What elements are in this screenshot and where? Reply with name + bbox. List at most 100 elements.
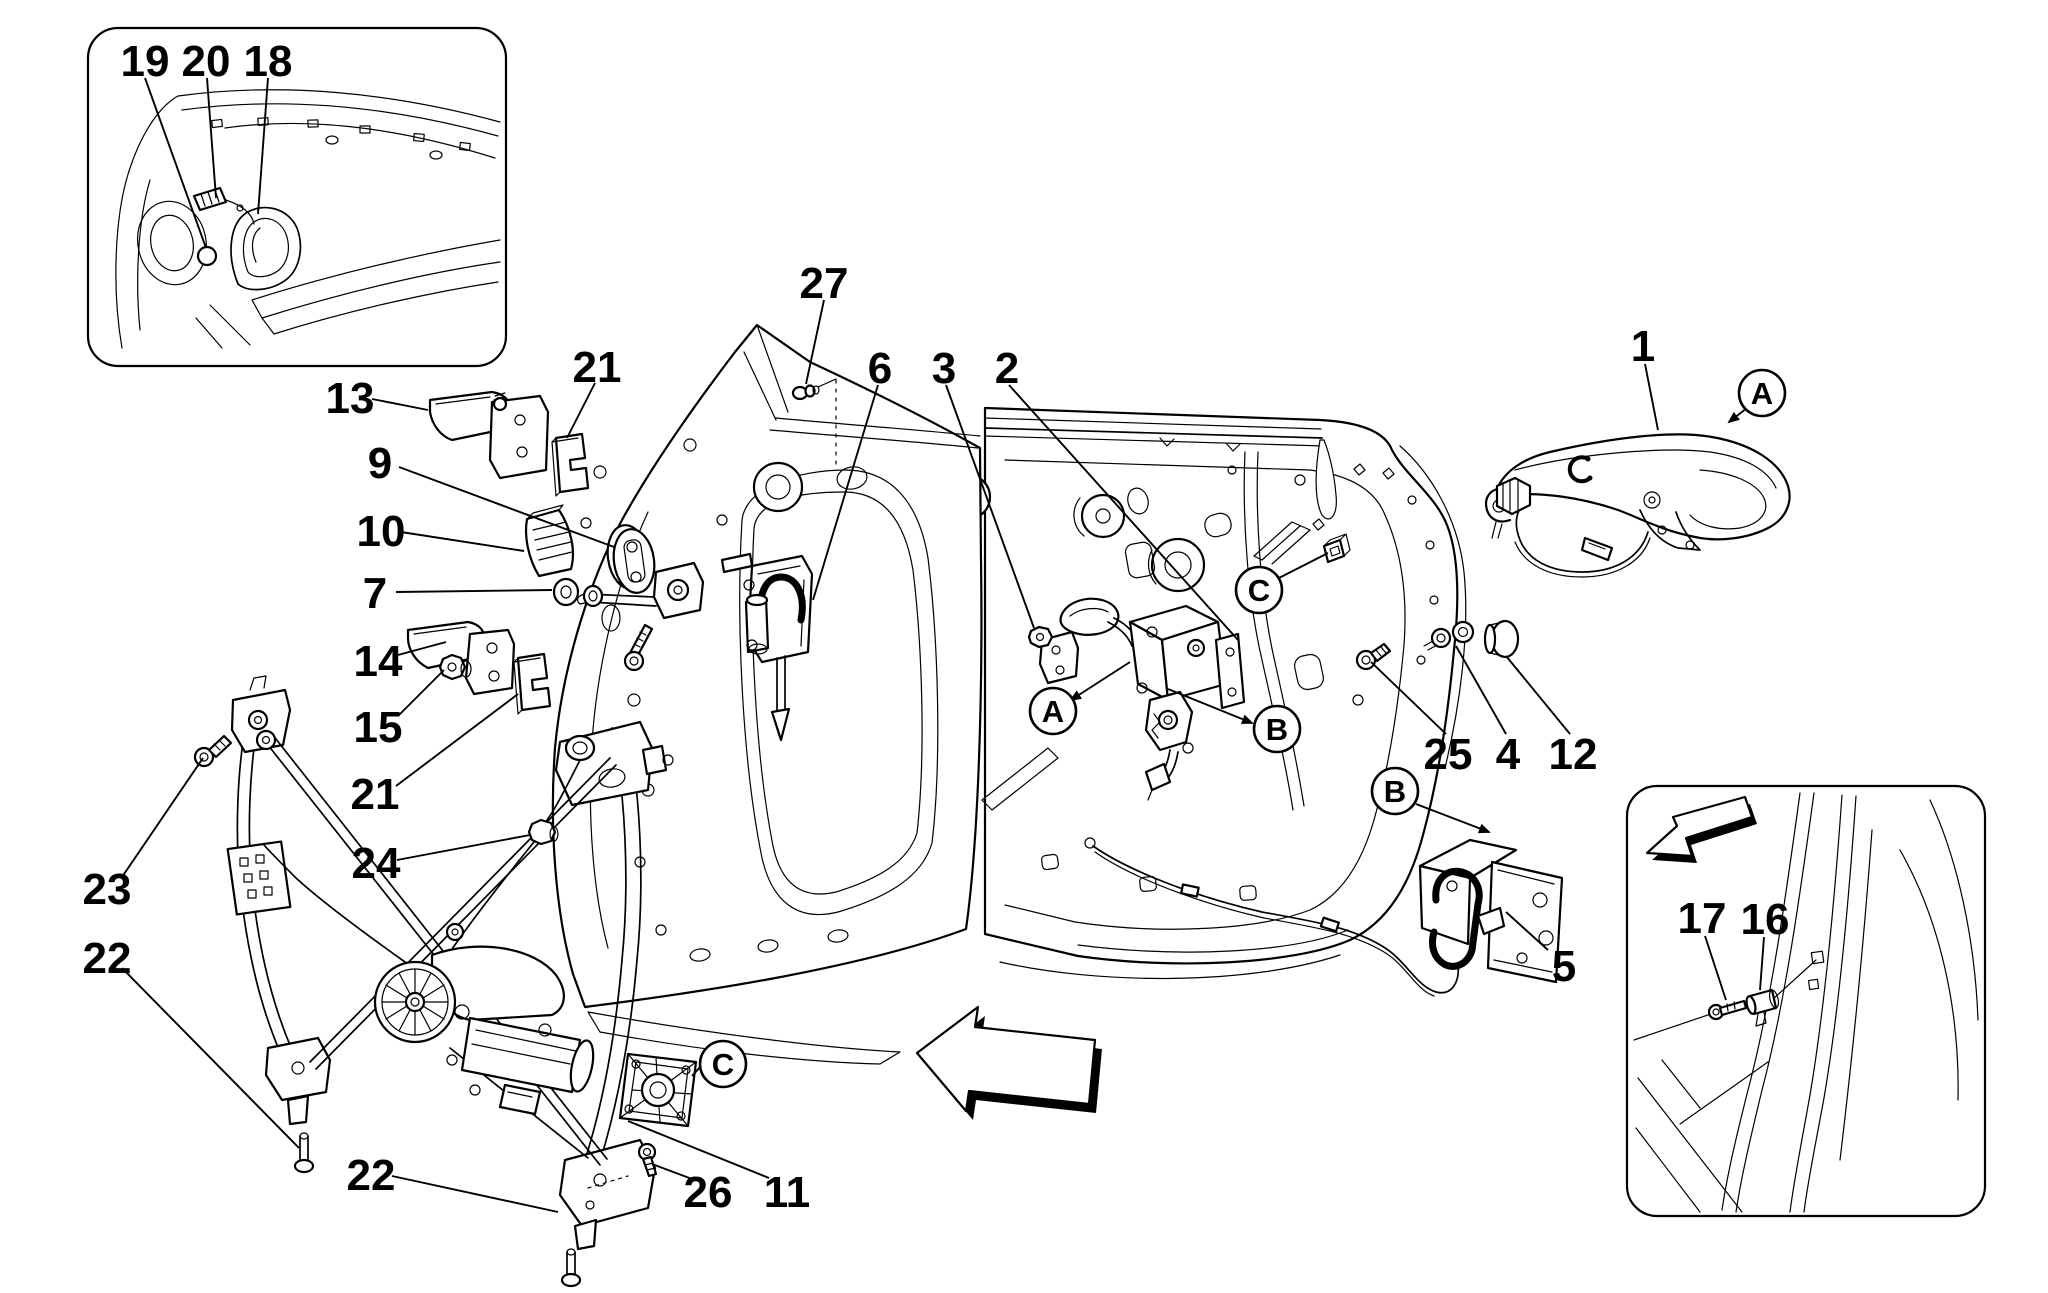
leader-line [257,77,269,215]
part-callout-1: 1 [1631,322,1659,431]
inset-body-pillar-striker [1625,784,1987,1218]
part-number-label: 5 [1552,942,1576,991]
leader-line [1644,363,1659,431]
leader-line [144,77,207,249]
leader-line [121,757,204,878]
door-lock-and-cable [1084,837,1564,997]
view-badge-B: B [1370,766,1491,834]
part-number-label: 21 [351,770,400,819]
part-callout-2: 2 [995,344,1239,641]
part-number-label: 26 [684,1168,733,1217]
part-number-label: 19 [121,37,170,86]
retaining-clip-21b [513,652,552,715]
view-arrow [1167,688,1254,724]
leader-line [566,382,596,439]
view-badge-circle [1028,686,1078,736]
handle-cable-connector [1495,476,1532,516]
travel-direction-arrow-inset [1645,795,1757,863]
trim-plug-19 [196,245,218,267]
part-callout-21: 21 [566,343,621,439]
part-number-label: 20 [182,37,231,86]
part-callout-7: 7 [363,569,553,618]
inner-door-handle-mechanism [1027,533,1351,801]
part-number-label: 27 [800,259,849,308]
part-number-label: 25 [1424,730,1473,779]
part-number-label: 11 [764,1168,811,1217]
view-badge-C: C [1234,552,1329,615]
view-badge-letter: C [712,1047,734,1082]
part-callout-17: 17 [1678,894,1727,1001]
part-number-label: 13 [326,374,375,423]
view-badge-circle [1370,766,1420,816]
leader-line [627,1120,770,1179]
leader-line [945,384,1035,629]
leader-line [400,531,525,552]
striker-plate-9 [606,524,656,594]
part-number-label: 22 [83,934,132,983]
leader-line [121,967,300,1149]
part-callout-25: 25 [1370,661,1473,779]
part-callout-18: 18 [244,37,292,215]
part-callout-13: 13 [326,374,429,423]
body-pillar-drawing [1633,792,1979,1213]
door-check-13 [428,390,550,480]
part-number-label: 7 [363,569,387,618]
part-number-label: 4 [1496,730,1521,779]
leader-line [1759,936,1765,991]
door-check-14 [406,620,516,696]
view-badge-circle [698,1039,748,1089]
screw-8 [623,623,654,672]
part-number-label: 23 [83,865,132,914]
part-callout-22: 22 [83,934,300,1149]
lock-striker-16 [1745,988,1780,1027]
part-number-label: 1 [1631,322,1655,371]
part-number-label: 2 [995,344,1019,393]
part-callout-5: 5 [1505,911,1576,991]
part-number-label: 22 [347,1151,396,1200]
part-number-label: 6 [868,344,892,393]
bolt-22b [560,1248,582,1288]
regulator-mount-plate [618,1052,698,1128]
view-badge-B: B [1167,688,1302,754]
rubber-wedge-10 [524,504,575,578]
view-badge-letter: A [1751,376,1773,411]
window-motor [373,945,595,1116]
nut-15 [438,653,472,681]
part-callout-12: 12 [1505,655,1598,779]
leader-line [206,77,217,199]
part-callout-20: 20 [182,37,231,199]
washers-7 [552,577,604,608]
view-badge-C: C [691,1039,748,1089]
leader-line [371,398,429,411]
leader-line [1370,661,1447,735]
cable-adjuster-nut-24 [527,818,559,846]
view-badge-A: A [1028,661,1131,736]
part-number-label: 12 [1549,730,1598,779]
door-lock-5 [1418,838,1564,984]
leader-line [395,693,519,787]
part-callout-9: 9 [368,439,615,548]
part-callout-10: 10 [357,507,525,556]
travel-direction-arrow-main [915,1005,1102,1120]
view-arrow [1727,407,1748,424]
part-number-label: 24 [352,839,401,888]
part-number-label: 10 [357,507,406,556]
part-callout-14: 14 [354,637,447,686]
view-badge-circle [1234,565,1284,615]
leader-line [1704,935,1727,1001]
part-callout-11: 11 [627,1120,811,1217]
part-number-label: 9 [368,439,392,488]
screw-26 [637,1142,658,1178]
view-badge-letter: C [1248,573,1270,608]
screw-25 [1355,642,1392,671]
part-callout-21: 21 [351,693,519,819]
door-fasteners [1355,619,1520,671]
part-callout-24: 24 [352,834,531,888]
bolt-22a [293,1132,315,1174]
rail-foot-left [264,1036,332,1102]
leader-line [1455,645,1507,735]
view-badge-circle [1737,368,1787,418]
part-callout-4: 4 [1455,645,1521,779]
grommet-nut [1027,625,1054,649]
